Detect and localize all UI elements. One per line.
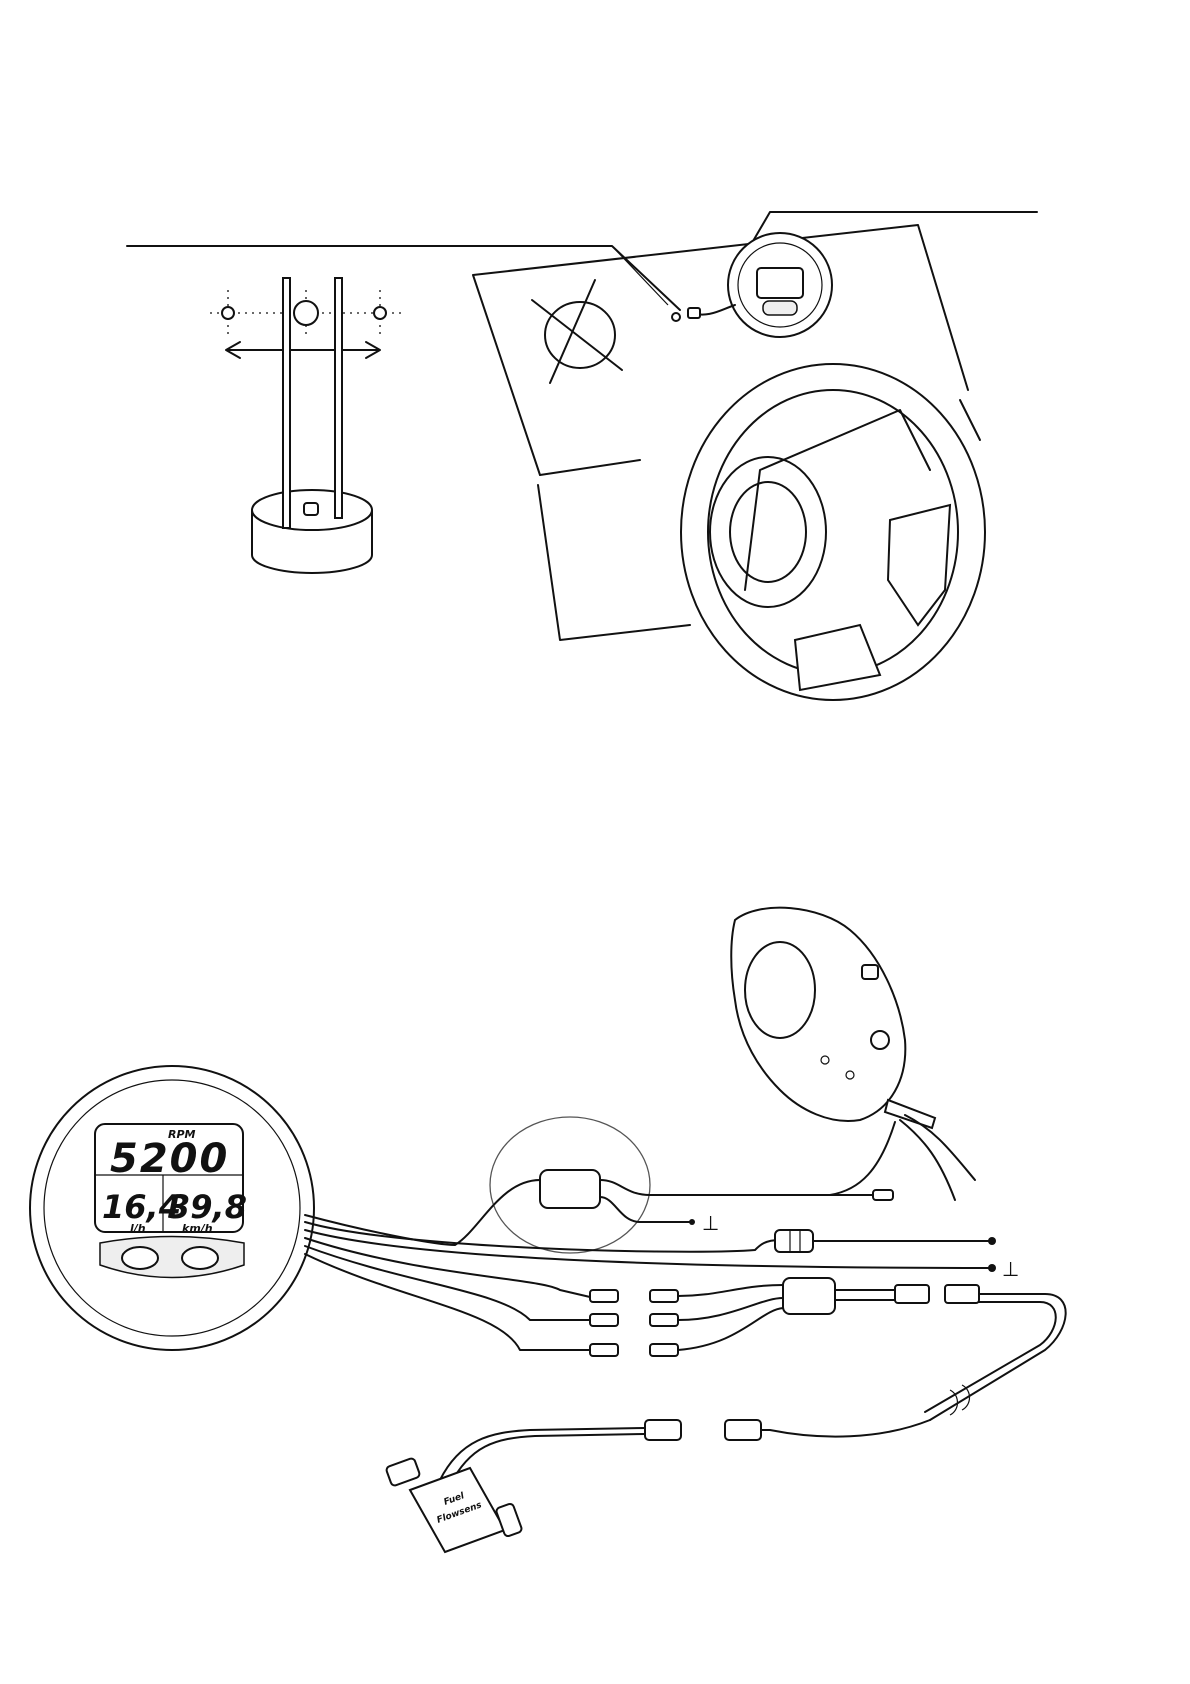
steering-wheel	[681, 364, 985, 700]
fuse-holder	[775, 1230, 813, 1252]
fuel-flow-sensor: Fuel Flowsens	[385, 1457, 522, 1552]
rpm-readout: 5200	[110, 1136, 229, 1182]
connectors	[590, 1290, 678, 1356]
throttle-cable-2	[900, 1120, 955, 1200]
throttle-control	[731, 908, 935, 1128]
throttle-signal-wire	[830, 1122, 895, 1195]
speed-readout: 39,8	[168, 1188, 247, 1226]
mounting-section	[127, 212, 1037, 700]
hole-template	[210, 290, 404, 358]
ground-symbol-2: ⊥	[1002, 1257, 1019, 1281]
speed-unit: km/h	[182, 1222, 213, 1235]
leader-line-left	[127, 246, 680, 310]
ground-symbol-1: ⊥	[702, 1211, 719, 1235]
fuel-rate-unit: l/h	[130, 1222, 146, 1235]
throttle-cable-1	[905, 1115, 975, 1180]
gauge-harness	[305, 1180, 990, 1350]
junction-box	[783, 1278, 835, 1314]
gauge-front: RPM 5200 16,4 39,8 l/h km/h	[30, 1066, 314, 1350]
wiring-section: ⊥ RPM 5200 16,4 39,8 l/h km/h	[30, 908, 1066, 1552]
filter-box	[540, 1170, 600, 1208]
